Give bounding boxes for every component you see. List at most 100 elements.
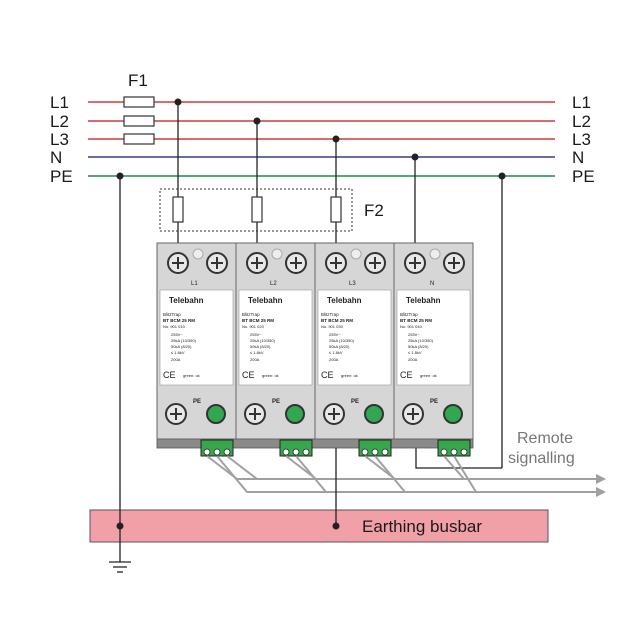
junction-dot bbox=[116, 172, 124, 180]
module-part-no: No. 901 010 bbox=[163, 324, 186, 329]
earthing-busbar-label: Earthing busbar bbox=[362, 517, 482, 536]
fuse-f1-l3 bbox=[123, 133, 155, 145]
module-brand: Telebahn bbox=[406, 296, 441, 305]
module-spec-in: 50kA (8/20) bbox=[329, 344, 350, 349]
module-spec-uc: 255V~ bbox=[171, 332, 183, 337]
module-spec-uc: 255V~ bbox=[408, 332, 420, 337]
module-spec-fuse: 200A bbox=[250, 357, 260, 362]
fuse-f2-l3 bbox=[330, 196, 342, 223]
module-model: BT BCM 25 RM bbox=[242, 318, 274, 323]
module-brand: Telebahn bbox=[327, 296, 362, 305]
module-spec-up: ≤ 1.8kV bbox=[329, 350, 343, 355]
module-pe-label: PE bbox=[351, 399, 359, 405]
spd-module: L3 Telebahn BlitzTrap BT BCM 25 RM No. 9… bbox=[314, 242, 395, 440]
module-spec-in: 50kA (8/20) bbox=[408, 344, 429, 349]
remote-signalling-wires bbox=[206, 455, 596, 493]
junction-dot bbox=[332, 522, 340, 530]
fuse-f2-l1 bbox=[172, 196, 184, 223]
label-left-l3: L3 bbox=[50, 130, 69, 149]
module-part-no: No. 901 020 bbox=[242, 324, 265, 329]
junction-dot bbox=[411, 153, 419, 161]
junction-dot bbox=[498, 172, 506, 180]
label-right-l2: L2 bbox=[572, 112, 591, 131]
earthing-busbar bbox=[89, 509, 549, 543]
module-terminal-label: L2 bbox=[270, 281, 277, 287]
module-status: green: ok bbox=[420, 373, 437, 378]
ce-mark-icon: CE bbox=[400, 370, 413, 380]
ground-icon bbox=[109, 561, 131, 573]
remote-connector bbox=[200, 439, 234, 457]
label-left-n: N bbox=[50, 148, 62, 167]
module-product: BlitzTrap bbox=[321, 312, 339, 317]
status-led-icon bbox=[285, 404, 305, 424]
label-right-l1: L1 bbox=[572, 93, 591, 112]
status-led-icon bbox=[206, 404, 226, 424]
arrow-icon bbox=[596, 487, 606, 497]
spd-module: L2 Telebahn BlitzTrap BT BCM 25 RM No. 9… bbox=[235, 242, 316, 440]
arrow-icon bbox=[596, 474, 606, 484]
label-right-n: N bbox=[572, 148, 584, 167]
module-terminal-label: L1 bbox=[191, 281, 198, 287]
junction-dot bbox=[116, 522, 124, 530]
module-spec-in: 50kA (8/20) bbox=[171, 344, 192, 349]
module-spec-fuse: 200A bbox=[171, 357, 181, 362]
spd-module: L1 Telebahn BlitzTrap BT BCM 25 RM No. 9… bbox=[156, 242, 237, 440]
module-brand: Telebahn bbox=[169, 296, 204, 305]
indicator-ring bbox=[192, 248, 204, 260]
module-spec-uc: 255V~ bbox=[250, 332, 262, 337]
module-model: BT BCM 25 RM bbox=[400, 318, 432, 323]
remote-connector bbox=[358, 439, 392, 457]
fuse-f1-l2 bbox=[123, 115, 155, 127]
label-left-l2: L2 bbox=[50, 112, 69, 131]
fuse-f2-l2 bbox=[251, 196, 263, 223]
label-right-l3: L3 bbox=[572, 130, 591, 149]
ce-mark-icon: CE bbox=[242, 370, 255, 380]
module-pe-label: PE bbox=[430, 399, 438, 405]
module-spec-up: ≤ 1.8kV bbox=[408, 350, 422, 355]
module-spec-imp: 25kA (10/350) bbox=[329, 338, 355, 343]
module-model: BT BCM 25 RM bbox=[163, 318, 195, 323]
module-product: BlitzTrap bbox=[400, 312, 418, 317]
module-spec-up: ≤ 1.8kV bbox=[171, 350, 185, 355]
module-spec-fuse: 200A bbox=[329, 357, 339, 362]
module-part-no: No. 901 040 bbox=[400, 324, 423, 329]
ce-mark-icon: CE bbox=[321, 370, 334, 380]
remote-signalling-label: Remote bbox=[517, 430, 573, 447]
remote-signalling-label: signalling bbox=[508, 450, 575, 467]
label-left-pe: PE bbox=[50, 167, 73, 186]
module-terminal-label: L3 bbox=[349, 281, 356, 287]
conductor-lines bbox=[88, 101, 555, 177]
wire-pe-right bbox=[415, 445, 502, 469]
fuse-f2-label: F2 bbox=[364, 201, 384, 220]
indicator-ring bbox=[350, 248, 362, 260]
module-status: green: ok bbox=[262, 373, 279, 378]
junction-dot bbox=[332, 135, 340, 143]
module-status: green: ok bbox=[183, 373, 200, 378]
module-terminal-label: N bbox=[430, 281, 434, 287]
module-status: green: ok bbox=[341, 373, 358, 378]
status-led-icon bbox=[443, 404, 463, 424]
status-led-icon bbox=[364, 404, 384, 424]
junction-dot bbox=[174, 98, 182, 106]
label-left-l1: L1 bbox=[50, 93, 69, 112]
label-right-pe: PE bbox=[572, 167, 595, 186]
module-spec-imp: 25kA (10/350) bbox=[408, 338, 434, 343]
module-spec-imp: 25kA (10/350) bbox=[250, 338, 276, 343]
module-spec-up: ≤ 1.8kV bbox=[250, 350, 264, 355]
remote-connector bbox=[279, 439, 313, 457]
spd-module: N Telebahn BlitzTrap BT BCM 25 RM No. 90… bbox=[393, 242, 474, 440]
module-spec-uc: 255V~ bbox=[329, 332, 341, 337]
module-brand: Telebahn bbox=[248, 296, 283, 305]
module-pe-label: PE bbox=[193, 399, 201, 405]
module-spec-imp: 25kA (10/350) bbox=[171, 338, 197, 343]
module-model: BT BCM 25 RM bbox=[321, 318, 353, 323]
ce-mark-icon: CE bbox=[163, 370, 176, 380]
fuse-f2-group bbox=[159, 188, 353, 232]
module-product: BlitzTrap bbox=[242, 312, 260, 317]
module-spec-in: 50kA (8/20) bbox=[250, 344, 271, 349]
fuse-f1-label: F1 bbox=[128, 71, 148, 90]
junction-dot bbox=[253, 117, 261, 125]
module-part-no: No. 901 030 bbox=[321, 324, 344, 329]
indicator-ring bbox=[429, 248, 441, 260]
